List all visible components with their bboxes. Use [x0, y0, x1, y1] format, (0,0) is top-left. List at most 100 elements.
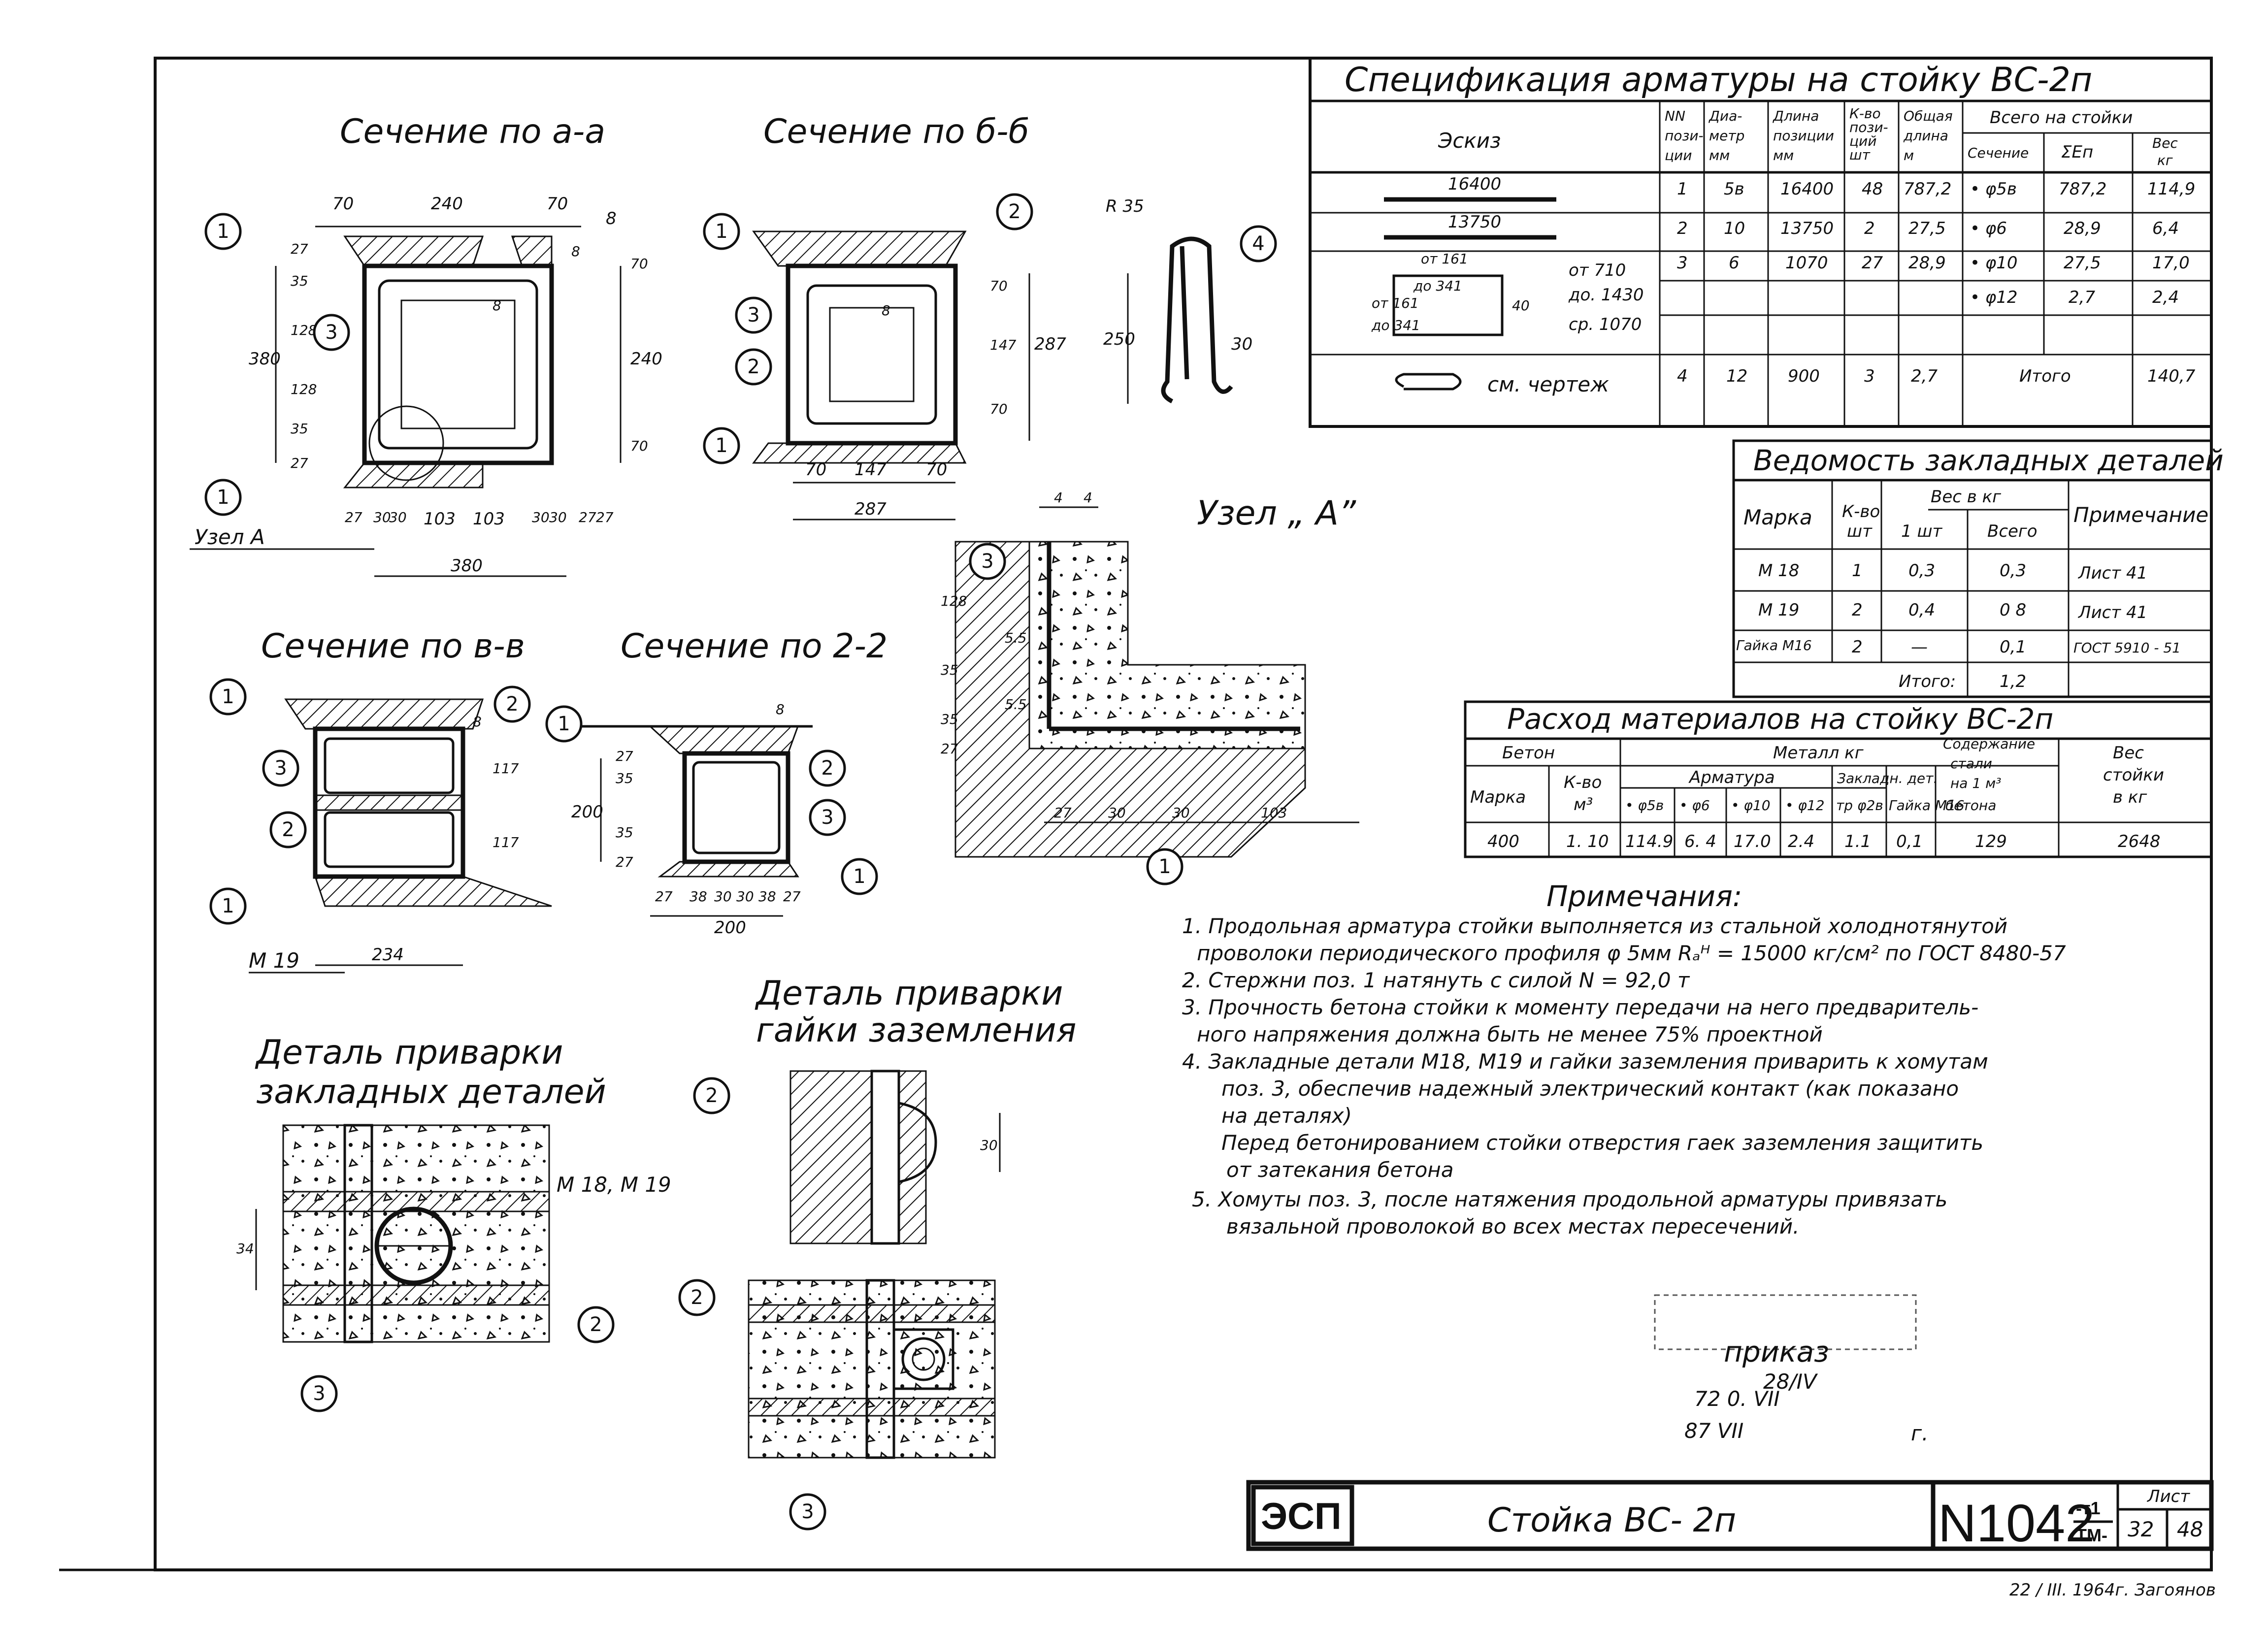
spec-header: мм — [1773, 147, 1794, 163]
gg-dim-label: 27 — [783, 888, 801, 905]
callout-1 — [209, 678, 247, 716]
weld-nut-title-1: Деталь приварки — [755, 974, 1063, 1013]
callout-1 — [204, 479, 242, 516]
materials-header: Бетон — [1502, 743, 1555, 763]
aa-dim-label: 240 — [431, 194, 463, 214]
embedded-cell: 0,3 — [2000, 561, 2026, 581]
spec-sketch-label: от 161 — [1372, 295, 1419, 311]
vv-flange-bottom — [314, 876, 552, 907]
embedded-header: Примечание — [2073, 503, 2208, 527]
embedded-cell: — — [1911, 637, 1928, 657]
spec-header: мм — [1709, 147, 1730, 163]
stirrup-dim-label: 30 — [1231, 334, 1252, 354]
spec-header: ций — [1849, 133, 1876, 149]
aa-dim-label: 27 — [579, 509, 596, 525]
aa-dim-label: 27 — [291, 241, 308, 257]
embedded-cell: М 18 — [1758, 561, 1799, 581]
stamp-text: 72 0. VII — [1694, 1387, 1780, 1411]
materials-cell: 400 — [1487, 832, 1519, 851]
callout-4 — [1240, 225, 1277, 262]
title-org: ЭСП — [1261, 1496, 1342, 1537]
node-a-dim-label: 27 — [1054, 805, 1072, 821]
title-sheet-label: Лист — [2146, 1487, 2190, 1506]
spec-header: ции — [1665, 147, 1692, 163]
section-bb-title: Сечение по б-б — [763, 112, 1029, 151]
notes-line: Перед бетонированием стойки отверстия га… — [1221, 1131, 1983, 1155]
gg-outer — [682, 751, 790, 864]
gg-dim-label: 38 — [690, 888, 707, 905]
spec-cell: 16400 — [1780, 179, 1834, 199]
spec-cell: 12 — [1726, 366, 1747, 386]
spec-sketch-label: 16400 — [1448, 174, 1501, 194]
callout-1 — [545, 705, 583, 743]
aa-stirrup — [378, 279, 538, 450]
aa-core — [400, 299, 516, 429]
node-a-dim-label: 5.5 — [1005, 630, 1027, 646]
gg-stirrup — [692, 761, 781, 854]
spec-cell: 1 — [1677, 179, 1688, 199]
embedded-cell: 2 — [1852, 600, 1863, 620]
section-aa-title: Сечение по а-а — [340, 112, 605, 151]
aa-dim-label: 30 — [532, 509, 550, 525]
svg-text:2: 2 — [506, 693, 518, 716]
spec-header: Вес — [2152, 135, 2178, 151]
bb-dim-label: 287 — [855, 499, 887, 519]
spec-header: Диа- — [1708, 108, 1742, 124]
materials-header: Гайка М16 — [1889, 797, 1965, 814]
bb-outer — [786, 263, 958, 446]
title-block-frame — [1246, 1480, 2214, 1551]
aa-dim-label: 70 — [630, 256, 648, 272]
materials-cell: 17.0 — [1734, 832, 1771, 851]
stamp-text: г. — [1911, 1421, 1928, 1445]
notes-line: поз. 3, обеспечив надежный электрический… — [1221, 1076, 1959, 1101]
spec-cell: • φ6 — [1970, 219, 2007, 238]
gg-dim-label: 200 — [714, 918, 746, 938]
spec-sketch-stirrup — [1392, 274, 1504, 336]
spec-cell: 2,7 — [1911, 366, 1938, 386]
notes-line: 5. Хомуты поз. 3, после натяжения продол… — [1192, 1187, 1947, 1211]
embedded-cell: 0,4 — [1908, 600, 1935, 620]
weld-nut-title-2: гайки заземления — [756, 1011, 1076, 1050]
svg-text:2: 2 — [690, 1286, 703, 1309]
vv-dim-label: 234 — [372, 945, 404, 965]
node-a-dim-label: 30 — [1172, 805, 1190, 821]
spec-header: NN — [1665, 108, 1685, 124]
weld-embedded-detail: Деталь приварки закладных деталей 34 М 1… — [236, 1033, 671, 1412]
bb-dim-label: 70 — [926, 460, 947, 480]
svg-text:1: 1 — [217, 220, 229, 243]
weld-nut-wall-right — [898, 1070, 927, 1244]
materials-cell: 129 — [1975, 832, 2007, 851]
spec-header: пози- — [1665, 128, 1704, 144]
materials-header: тр φ2в — [1836, 797, 1883, 814]
spec-cell: 28,9 — [2064, 219, 2101, 238]
gg-flange-bottom — [657, 861, 799, 878]
aa-dim-label: 70 — [547, 194, 568, 214]
section-gg: Сечение по 2-2 8 27 35 35 27 200 27 38 3… — [545, 627, 887, 938]
spec-header: Общая — [1904, 108, 1953, 124]
notes-title: Примечания: — [1546, 880, 1742, 913]
svg-text:1: 1 — [715, 220, 727, 243]
callout-2 — [809, 749, 846, 787]
materials-cell: 1. 10 — [1566, 832, 1609, 851]
callout-1 — [703, 213, 740, 250]
gg-dim-label: 27 — [655, 888, 673, 905]
spec-header: ΣЕп — [2061, 142, 2093, 162]
callout-3 — [809, 799, 846, 836]
bb-flange-top — [752, 230, 967, 267]
spec-cell: 28,9 — [1908, 253, 1946, 273]
vv-dim-label: 117 — [493, 760, 519, 777]
weld-embedded-rebar — [343, 1124, 373, 1343]
materials-title: Расход материалов на стойку ВС-2п — [1507, 702, 2053, 736]
section-vv-title: Сечение по в-в — [261, 627, 525, 666]
svg-text:1: 1 — [217, 486, 229, 509]
materials-header: • φ10 — [1731, 797, 1771, 814]
title-block: ЭСП Стойка ВС- 2п N1042 -т1 ТМ- Лист 32 … — [1246, 1480, 2214, 1553]
spec-sketch-label: 13750 — [1448, 212, 1501, 232]
weld-nut-square — [892, 1328, 954, 1390]
vv-plate — [314, 794, 464, 811]
section-aa: Сечение по а-а 70 240 70 8 27 35 128 128… — [190, 112, 662, 577]
spec-cell: 4 — [1677, 366, 1688, 386]
svg-text:1: 1 — [222, 895, 234, 917]
materials-header: Содержание — [1943, 736, 2035, 752]
title-name: Стойка ВС- 2п — [1487, 1501, 1736, 1540]
